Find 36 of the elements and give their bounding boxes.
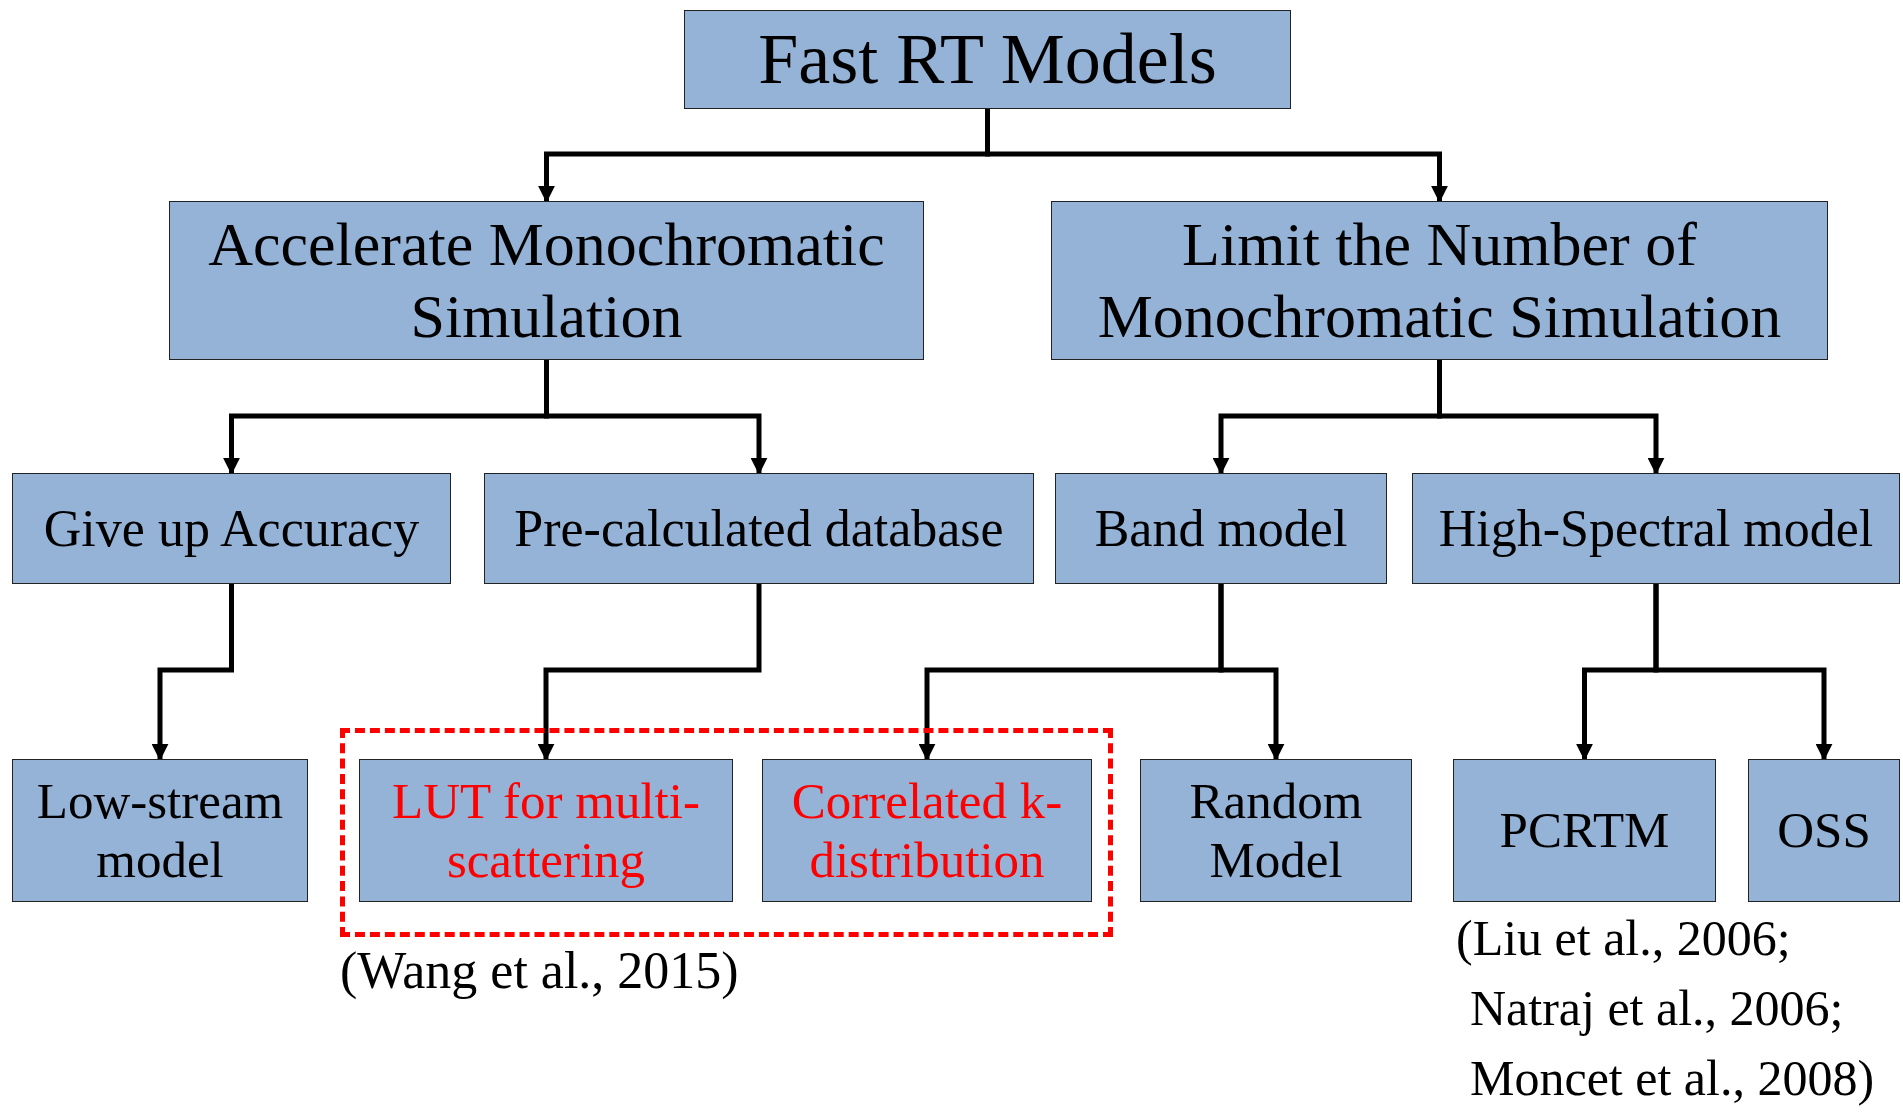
process-box [684, 10, 1291, 109]
node-label: Low-stream model [35, 771, 285, 890]
node-label: PCRTM [1499, 801, 1670, 860]
process-box [12, 759, 308, 902]
process-box [1140, 759, 1412, 902]
node-label: Limit the Number of Monochromatic Simulation [1096, 209, 1783, 352]
arrow [1653, 584, 1833, 761]
dashed-group-box [340, 728, 1113, 937]
arrow [1437, 360, 1665, 475]
process-box [1748, 759, 1900, 902]
citation-text: (Liu et al., 2006; Natraj et al., 2006; Moncet et al., 2008) [1456, 909, 1876, 1108]
node-label: Band model [1094, 498, 1348, 559]
process-box [484, 473, 1034, 584]
node-label: Fast RT Models [758, 18, 1217, 101]
process-box [1055, 473, 1387, 584]
process-box [1051, 201, 1828, 360]
process-box [169, 201, 924, 360]
process-box [762, 759, 1092, 902]
arrow [544, 360, 768, 475]
node-label: Correlated k-distribution [790, 771, 1064, 890]
process-box [359, 759, 733, 902]
arrow [1218, 584, 1285, 761]
process-box [12, 473, 451, 584]
citation-text: (Wang et al., 2015) [340, 941, 739, 1000]
arrow [537, 584, 762, 761]
node-label: High-Spectral model [1438, 498, 1874, 559]
arrow [151, 584, 234, 761]
node-label: Give up Accuracy [43, 498, 420, 559]
process-box [1412, 473, 1900, 584]
node-label: Random Model [1188, 771, 1364, 890]
node-label: Accelerate Monochromatic Simulation [207, 209, 886, 352]
node-label: LUT for multi-scattering [391, 771, 701, 890]
node-label: OSS [1777, 801, 1871, 860]
arrow [985, 109, 1448, 203]
node-label: Pre-calculated database [514, 498, 1004, 559]
process-box [1453, 759, 1716, 902]
